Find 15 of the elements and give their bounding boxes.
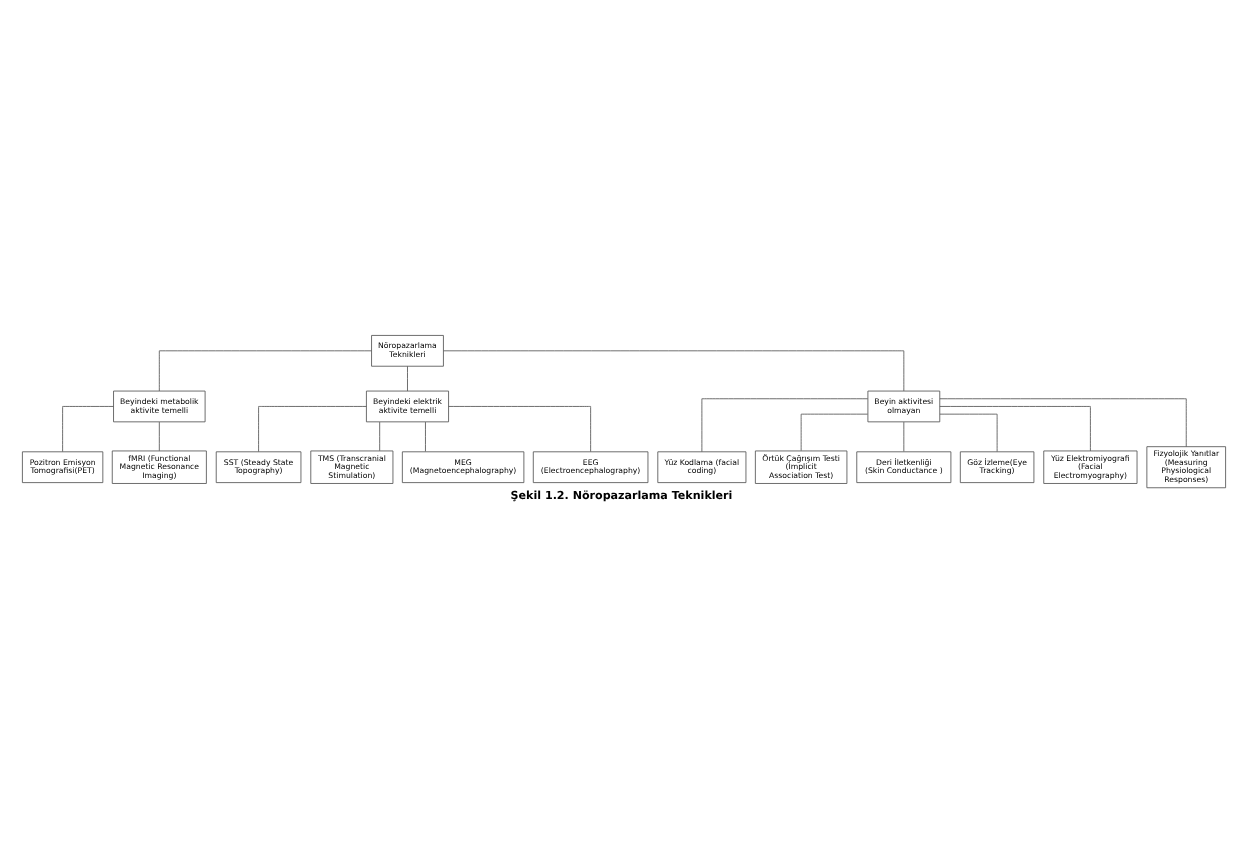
connector — [903, 421, 905, 452]
connector — [939, 406, 1091, 452]
connector — [158, 421, 160, 452]
connector — [443, 350, 905, 392]
connector — [939, 413, 998, 452]
connector — [62, 406, 114, 452]
connector — [448, 406, 592, 452]
connector — [939, 398, 1187, 448]
connector — [800, 413, 869, 452]
connector — [407, 365, 408, 392]
connector — [379, 421, 381, 452]
connector — [158, 350, 372, 392]
connector — [425, 421, 426, 452]
connector — [258, 406, 367, 452]
connector — [701, 398, 869, 453]
